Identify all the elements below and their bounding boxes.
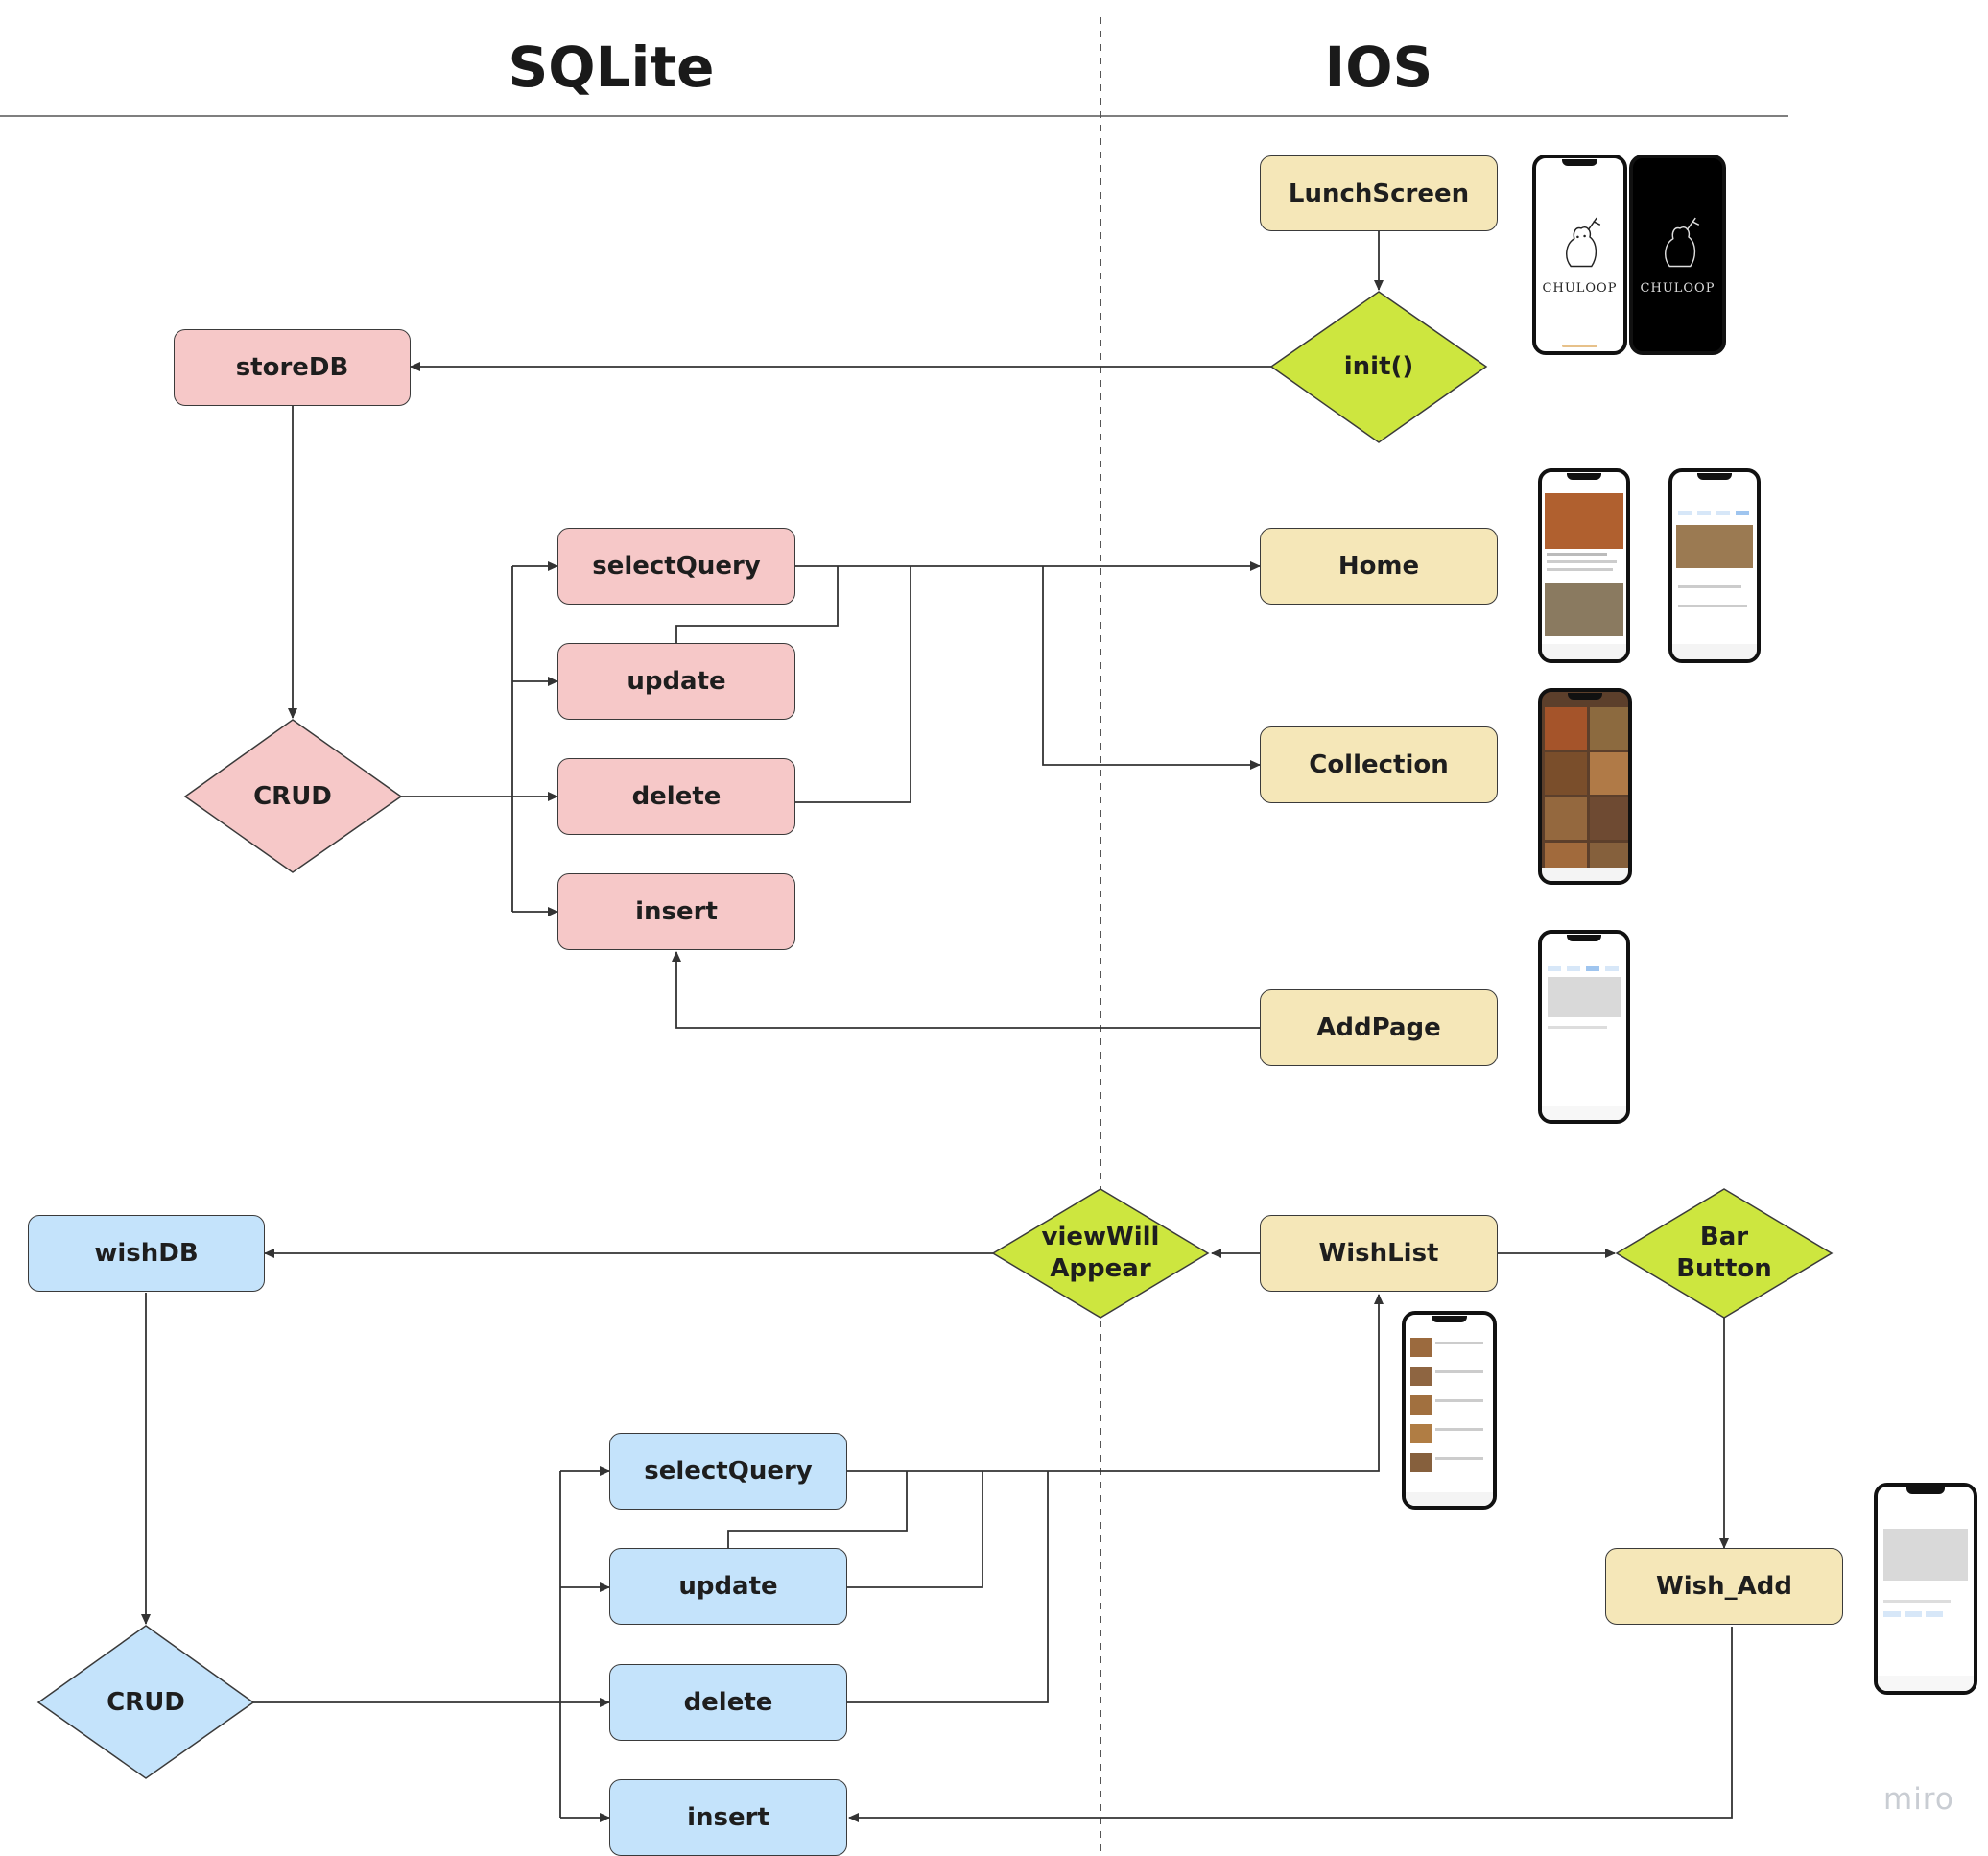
wish-list-node[interactable]: WishList <box>1260 1215 1498 1292</box>
wish-add-node[interactable]: Wish_Add <box>1605 1548 1843 1625</box>
ios-header: IOS <box>1324 35 1433 100</box>
wish-insert-node[interactable]: insert <box>609 1779 847 1856</box>
store-crud-diamond <box>183 719 403 873</box>
wish-update-node[interactable]: update <box>609 1548 847 1625</box>
store-update-node[interactable]: update <box>557 643 795 720</box>
collection-screenshot <box>1538 688 1632 885</box>
store-delete-node[interactable]: delete <box>557 758 795 835</box>
conn-crud-bus <box>401 566 513 912</box>
conn-select-collection <box>1042 566 1261 770</box>
mascot-icon <box>1566 217 1601 268</box>
home-screenshot <box>1538 468 1630 663</box>
miro-watermark: miro <box>1883 1782 1954 1817</box>
wish-db-node[interactable]: wishDB <box>28 1215 265 1292</box>
wish-delete-node[interactable]: delete <box>609 1664 847 1741</box>
conn-wupdate-right <box>847 1471 983 1588</box>
splash-light-screenshot: CHULOOP <box>1532 155 1627 355</box>
conn-wdelete-right <box>847 1471 1049 1703</box>
store-insert-node[interactable]: insert <box>557 873 795 950</box>
collection-node[interactable]: Collection <box>1260 726 1498 803</box>
conn-wupdate-loop <box>727 1471 908 1548</box>
conn-delete-loop <box>795 566 911 803</box>
splash-text-light: CHULOOP <box>1542 281 1618 296</box>
init-label[interactable]: init() <box>1343 351 1414 381</box>
splash-text-dark: CHULOOP <box>1640 281 1716 296</box>
view-will-appear-diamond <box>991 1188 1210 1319</box>
mascot-dark-icon <box>1665 217 1700 268</box>
add-page-screenshot <box>1538 930 1630 1124</box>
init-diamond <box>1269 291 1488 443</box>
wish-crud-label[interactable]: CRUD <box>106 1687 185 1717</box>
store-select-node[interactable]: selectQuery <box>557 528 795 605</box>
conn-update-loop <box>675 566 839 643</box>
wish-add-screenshot <box>1874 1483 1977 1695</box>
home-node[interactable]: Home <box>1260 528 1498 605</box>
bar-button-label[interactable]: Bar Button <box>1676 1223 1772 1283</box>
store-db-node[interactable]: storeDB <box>174 329 411 406</box>
conn-wcrud-bus <box>253 1471 561 1818</box>
add-page-node[interactable]: AddPage <box>1260 989 1498 1066</box>
conn-addpage-insert <box>672 951 1260 1029</box>
wish-list-screenshot <box>1402 1311 1497 1510</box>
home-detail-screenshot <box>1668 468 1761 663</box>
conn-wselect-wishlist <box>847 1294 1384 1472</box>
sqlite-header: SQLite <box>508 35 715 100</box>
lunch-screen-node[interactable]: LunchScreen <box>1260 155 1498 231</box>
conn-wishadd-insert <box>848 1627 1733 1822</box>
splash-dark-screenshot: CHULOOP <box>1629 155 1726 355</box>
store-crud-label[interactable]: CRUD <box>253 781 332 811</box>
view-will-appear-label[interactable]: viewWill Appear <box>1041 1223 1160 1283</box>
wish-select-node[interactable]: selectQuery <box>609 1433 847 1510</box>
wish-crud-diamond <box>36 1625 255 1779</box>
